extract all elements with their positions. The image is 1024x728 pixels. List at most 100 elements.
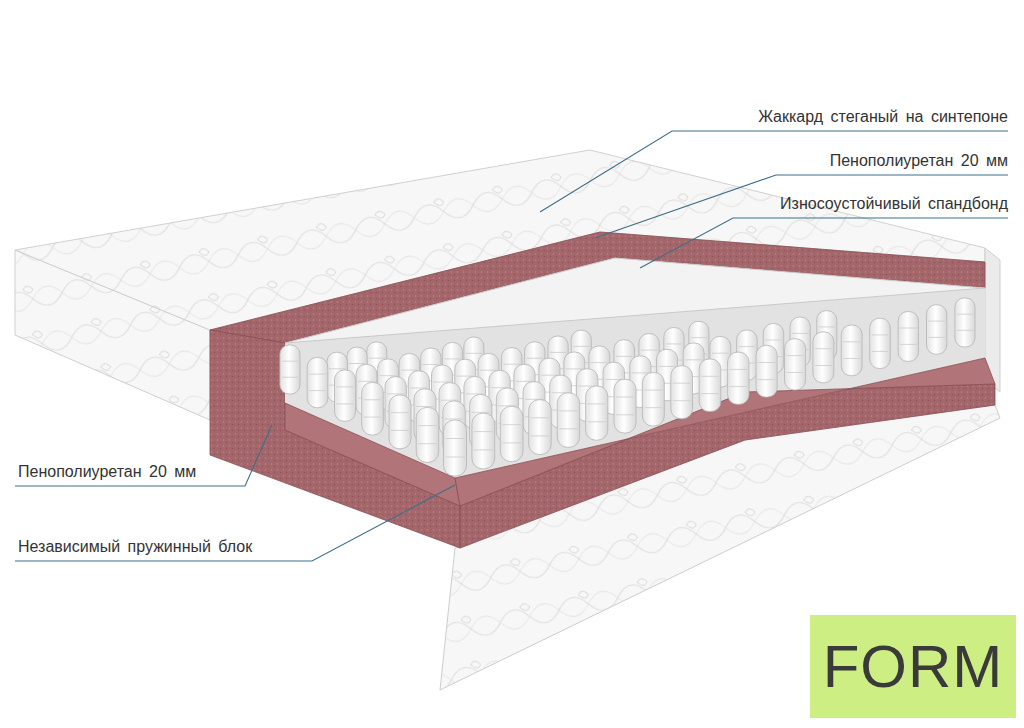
pocket-seam bbox=[872, 351, 889, 352]
spring-block-base bbox=[285, 258, 985, 478]
pocket-seam bbox=[957, 314, 973, 315]
foam-layer bbox=[210, 330, 460, 548]
pocket-spring bbox=[813, 332, 834, 383]
pocket-spring bbox=[927, 305, 947, 354]
pocket-seam bbox=[691, 337, 707, 338]
pocket-spring bbox=[699, 359, 721, 412]
pocket-seam bbox=[843, 341, 860, 342]
pocket-spring bbox=[444, 420, 467, 476]
pocket-seam bbox=[282, 377, 298, 378]
pocket-seam bbox=[588, 421, 606, 422]
leader-line bbox=[640, 218, 1008, 268]
pocket-seam bbox=[416, 406, 434, 407]
pocket-spring bbox=[841, 325, 862, 376]
pocket-seam bbox=[591, 362, 608, 363]
callout-label: Жаккард стеганый на синтепоне bbox=[758, 107, 1008, 127]
pocket-seam bbox=[566, 368, 583, 369]
pocket-seam bbox=[730, 369, 747, 370]
pocket-seam bbox=[929, 337, 945, 338]
pocket-seam bbox=[641, 350, 657, 351]
pocket-seam bbox=[701, 376, 719, 377]
pocket-seam bbox=[391, 412, 409, 413]
pocket-spring bbox=[416, 408, 439, 463]
pocket-seam bbox=[616, 397, 634, 398]
pocket-seam bbox=[792, 333, 808, 334]
pocket-seam bbox=[550, 352, 566, 353]
pocket-spring bbox=[362, 383, 384, 436]
pocket-seam bbox=[573, 346, 589, 347]
pocket-seam bbox=[701, 393, 719, 394]
pocket-seam bbox=[900, 328, 917, 329]
pocket-spring bbox=[444, 420, 467, 476]
pocket-spring bbox=[728, 352, 749, 404]
pocket-seam bbox=[559, 410, 577, 411]
pocket-seam bbox=[309, 374, 326, 375]
pocket-seam bbox=[739, 346, 756, 347]
pocket-spring bbox=[472, 413, 495, 469]
pocket-spring bbox=[813, 332, 834, 383]
pocket-seam bbox=[380, 375, 397, 376]
pocket-seam bbox=[337, 403, 354, 404]
pocket-spring bbox=[307, 358, 328, 408]
pocket-spring bbox=[586, 386, 608, 440]
pocket-seam bbox=[541, 375, 558, 376]
pocket-seam bbox=[712, 353, 729, 354]
spring-group bbox=[280, 298, 975, 476]
callout-label: Износоустойчивый спандбонд bbox=[780, 194, 1008, 214]
pocket-seam bbox=[329, 368, 346, 369]
pocket-seam bbox=[445, 419, 463, 420]
pocket-seam bbox=[364, 417, 382, 418]
pocket-spring bbox=[785, 339, 806, 390]
pocket-seam bbox=[666, 343, 682, 344]
pocket-spring bbox=[642, 373, 664, 426]
pocket-seam bbox=[765, 340, 782, 341]
pocket-spring bbox=[362, 383, 384, 436]
callout-label: Пенополиуретан 20 мм bbox=[18, 462, 196, 482]
pocket-seam bbox=[466, 353, 482, 354]
pocket-seam bbox=[616, 356, 633, 357]
pocket-spring bbox=[307, 358, 328, 408]
callout-label: Независимый пружинный блок bbox=[18, 537, 252, 557]
pocket-spring bbox=[280, 345, 300, 394]
pocket-seam bbox=[474, 431, 493, 432]
pocket-seam bbox=[659, 366, 676, 367]
pocket-spring bbox=[586, 386, 608, 440]
pocket-seam bbox=[957, 330, 973, 331]
pocket-spring bbox=[416, 408, 439, 463]
pocket-seam bbox=[503, 364, 520, 365]
pocket-seam bbox=[337, 386, 354, 387]
pocket-seam bbox=[531, 417, 550, 418]
pocket-seam bbox=[387, 393, 404, 394]
pocket-spring bbox=[756, 345, 777, 397]
pocket-seam bbox=[588, 403, 606, 404]
pocket-seam bbox=[843, 358, 860, 359]
pocket-seam bbox=[410, 388, 427, 389]
pocket-spring bbox=[699, 359, 721, 412]
pocket-seam bbox=[502, 442, 521, 443]
pocket-seam bbox=[349, 363, 365, 364]
pocket-spring bbox=[898, 312, 918, 362]
pocket-spring bbox=[500, 406, 523, 461]
pocket-seam bbox=[787, 355, 804, 356]
pocket-seam bbox=[418, 443, 437, 444]
leader-line bbox=[15, 485, 455, 561]
pocket-seam bbox=[401, 370, 418, 371]
pocket-spring bbox=[557, 393, 579, 447]
pocket-spring bbox=[671, 366, 693, 419]
pocket-seam bbox=[815, 365, 832, 366]
pocket-spring bbox=[642, 373, 664, 426]
pocket-spring bbox=[841, 325, 862, 376]
pocket-seam bbox=[559, 428, 577, 429]
pocket-seam bbox=[472, 412, 490, 413]
pocket-spring bbox=[500, 406, 523, 461]
pocket-spring bbox=[389, 395, 411, 449]
pocket-seam bbox=[423, 364, 439, 365]
pocket-seam bbox=[418, 425, 437, 426]
pocket-spring bbox=[614, 379, 636, 433]
callout-label: Пенополиуретан 20 мм bbox=[830, 151, 1008, 171]
pocket-seam bbox=[673, 400, 691, 401]
pocket-seam bbox=[502, 424, 521, 425]
pocket-seam bbox=[632, 372, 649, 373]
pocket-spring bbox=[389, 395, 411, 449]
pocket-seam bbox=[391, 430, 409, 431]
